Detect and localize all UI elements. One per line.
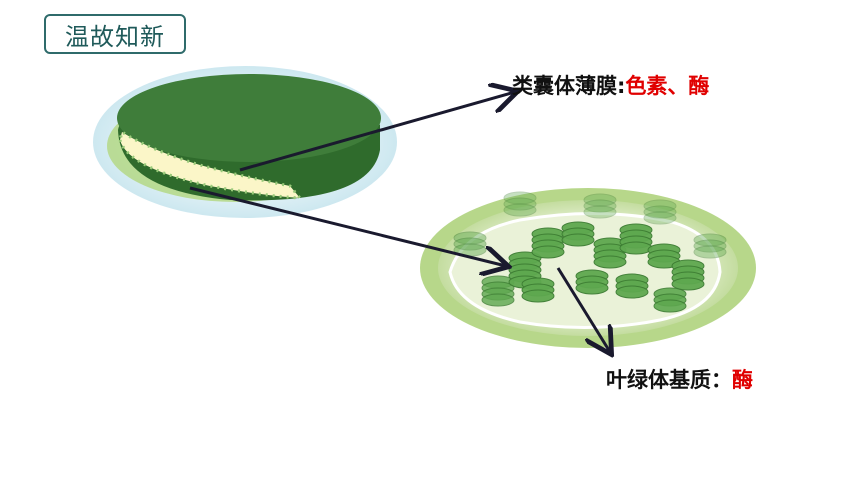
thylakoid-stack bbox=[583, 205, 617, 219]
thylakoid-stack bbox=[583, 193, 617, 207]
thylakoid-stack bbox=[693, 239, 727, 253]
thylakoid-stack bbox=[593, 255, 627, 269]
arrow-to-grana bbox=[189, 186, 506, 266]
thylakoid-stack bbox=[643, 211, 677, 225]
thylakoid-stack bbox=[503, 191, 537, 205]
thylakoid-stack bbox=[583, 199, 617, 213]
thylakoid-stack bbox=[453, 231, 487, 245]
thylakoid-label-prefix: 类囊体薄膜: bbox=[512, 74, 626, 98]
arrow-to-stroma-label bbox=[556, 267, 610, 352]
thylakoid-stack bbox=[453, 237, 487, 251]
thylakoid-stack bbox=[481, 293, 515, 307]
thylakoid-stack bbox=[561, 233, 595, 247]
thylakoid-membrane-label: 类囊体薄膜:色素、酶 bbox=[512, 70, 709, 100]
thylakoid-stack bbox=[653, 299, 687, 313]
thylakoid-stack bbox=[619, 241, 653, 255]
thylakoid-stack bbox=[531, 245, 565, 259]
thylakoid-stack bbox=[693, 245, 727, 259]
stroma-label: 叶绿体基质：酶 bbox=[606, 364, 753, 394]
thylakoid-stack bbox=[503, 197, 537, 211]
thylakoid-disc bbox=[93, 66, 397, 218]
arrow-to-thylakoid-label bbox=[239, 92, 515, 172]
thylakoid-label-highlight: 色素、酶 bbox=[625, 74, 710, 98]
thylakoid-stack bbox=[643, 205, 677, 219]
thylakoid-stack bbox=[693, 233, 727, 247]
grana-stacks bbox=[453, 191, 727, 313]
thylakoid-stack bbox=[615, 285, 649, 299]
section-title-text: 温故知新 bbox=[65, 22, 165, 51]
thylakoid-stack bbox=[643, 199, 677, 213]
thylakoid-stack bbox=[503, 203, 537, 217]
thylakoid-stack bbox=[521, 289, 555, 303]
thylakoid-stack bbox=[671, 277, 705, 291]
section-title: 温故知新 bbox=[44, 14, 186, 54]
thylakoid-stack bbox=[575, 281, 609, 295]
stroma-label-highlight: 酶 bbox=[732, 368, 753, 392]
stroma-label-prefix: 叶绿体基质： bbox=[606, 368, 732, 392]
